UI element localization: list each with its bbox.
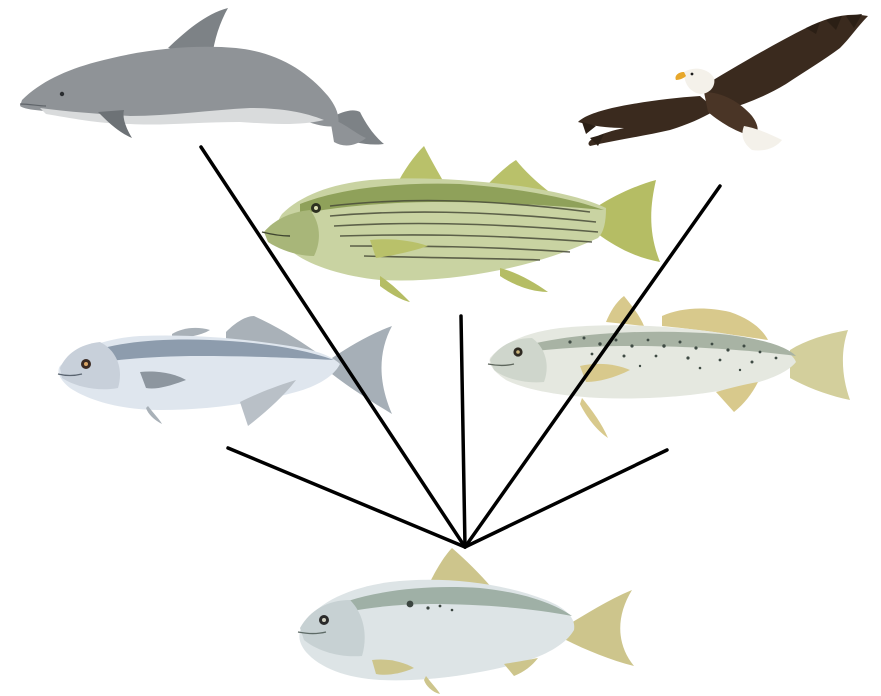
weakfish-illustration — [488, 296, 850, 438]
bald-eagle-illustration — [578, 14, 868, 151]
striped-bass-illustration — [262, 146, 660, 302]
bluefish-illustration — [58, 316, 392, 426]
menhaden-illustration — [298, 548, 634, 694]
link-menhaden-to-weakfish — [465, 450, 667, 547]
link-menhaden-to-striped-bass — [461, 316, 465, 547]
dolphin-illustration — [20, 8, 384, 145]
link-menhaden-to-bluefish — [228, 448, 465, 547]
